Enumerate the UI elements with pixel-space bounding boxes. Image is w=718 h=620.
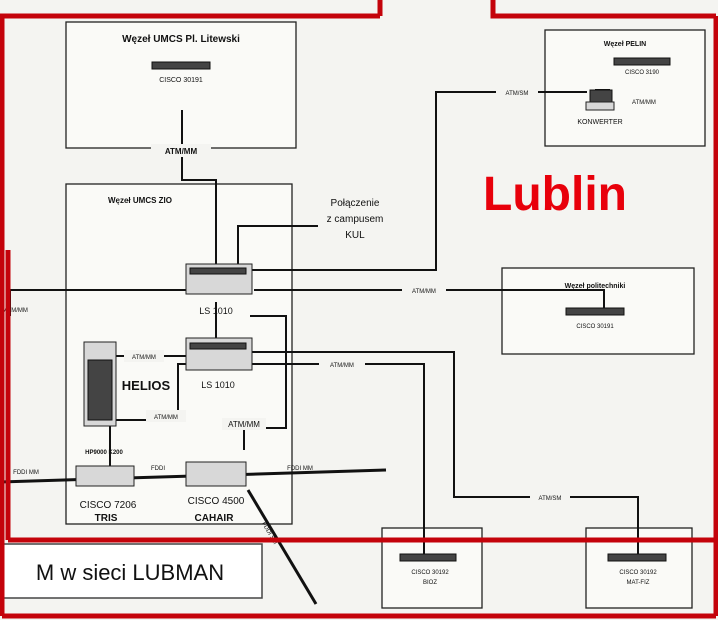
device-label: CISCO 4500 bbox=[188, 496, 245, 507]
router-icon bbox=[565, 307, 625, 316]
link-ls-cisco4500 bbox=[243, 315, 287, 450]
link-label: FDDI bbox=[151, 466, 165, 472]
device-label: CAHAIR bbox=[195, 513, 235, 524]
device-label: KONWERTER bbox=[577, 119, 622, 126]
link-label: ATM/MM bbox=[632, 100, 656, 106]
node-title: Węzeł PELIN bbox=[604, 41, 646, 48]
converter-icon bbox=[589, 89, 613, 103]
link-label: ATM/MM bbox=[165, 147, 198, 156]
node-name: BIOZ bbox=[423, 580, 437, 586]
label-bg bbox=[124, 350, 164, 362]
label-bg bbox=[151, 144, 211, 157]
node-title: Węzeł politechniki bbox=[565, 283, 626, 290]
annotation-line: z campusem bbox=[327, 214, 384, 225]
link-politechnika bbox=[254, 289, 605, 314]
router-icon bbox=[613, 57, 671, 66]
annotation-line: KUL bbox=[345, 230, 365, 241]
annotation-line: Połączenie bbox=[331, 198, 380, 209]
node-pelin bbox=[544, 29, 706, 147]
label-bg bbox=[319, 358, 365, 370]
router-icon bbox=[151, 61, 211, 70]
link-bioz bbox=[250, 363, 425, 556]
link-label: ATM/MM bbox=[228, 420, 260, 429]
node-title: Węzeł UMCS Pl. Litewski bbox=[122, 34, 240, 45]
device-label: HELIOS bbox=[122, 378, 171, 393]
link-label: ATM/MM bbox=[330, 363, 354, 369]
device-label: LS 1010 bbox=[201, 380, 235, 390]
device-label: CISCO 30192 bbox=[619, 570, 657, 576]
device-label: CISCO 30191 bbox=[576, 324, 614, 330]
link-label: ATM/MM bbox=[154, 415, 178, 421]
switch-ports-icon bbox=[189, 267, 247, 275]
device-label: CISCO 30192 bbox=[411, 570, 449, 576]
link-label: ATM/MM bbox=[4, 308, 28, 314]
frame-left-top bbox=[0, 13, 380, 616]
link-label: ATM/MM bbox=[132, 355, 156, 361]
link-label: FDDI MM bbox=[13, 470, 39, 476]
caption-text: M w sieci LUBMAN bbox=[36, 560, 224, 585]
caption-box bbox=[0, 543, 263, 599]
router-icon bbox=[75, 465, 135, 487]
converter-base-icon bbox=[585, 101, 615, 111]
device-label: LS 1010 bbox=[199, 306, 233, 316]
link-label: ATM/SM bbox=[539, 496, 562, 502]
device-label: CISCO 30191 bbox=[159, 77, 203, 84]
label-bg bbox=[146, 410, 186, 422]
link-litewski-ls bbox=[181, 110, 217, 270]
device-label: CISCO 7206 bbox=[80, 500, 137, 511]
link-label: FDDI MM bbox=[287, 466, 313, 472]
frame-notch-right bbox=[490, 0, 716, 19]
link-kul bbox=[237, 225, 318, 270]
device-label: TRIS bbox=[95, 513, 118, 524]
label-bg bbox=[402, 284, 446, 296]
router-icon bbox=[185, 461, 247, 487]
device-label: CISCO 3190 bbox=[625, 70, 660, 76]
switch-ports-icon bbox=[189, 342, 247, 350]
server-rack-icon bbox=[87, 359, 113, 421]
label-bg bbox=[222, 418, 266, 430]
router-icon bbox=[399, 553, 457, 562]
label-bg bbox=[530, 491, 570, 503]
router-icon bbox=[607, 553, 667, 562]
node-name: MAT-FIZ bbox=[627, 580, 650, 586]
link-mat bbox=[250, 351, 639, 556]
link-label: ATM/MM bbox=[412, 289, 436, 295]
node-title: Węzeł UMCS ZIO bbox=[108, 196, 172, 205]
city-title: Lublin bbox=[483, 168, 627, 221]
link-label: ATM/SM bbox=[506, 91, 529, 97]
label-bg bbox=[496, 86, 538, 98]
fddi-sm-line bbox=[246, 489, 318, 605]
device-label: HP9000 K200 bbox=[85, 450, 123, 456]
